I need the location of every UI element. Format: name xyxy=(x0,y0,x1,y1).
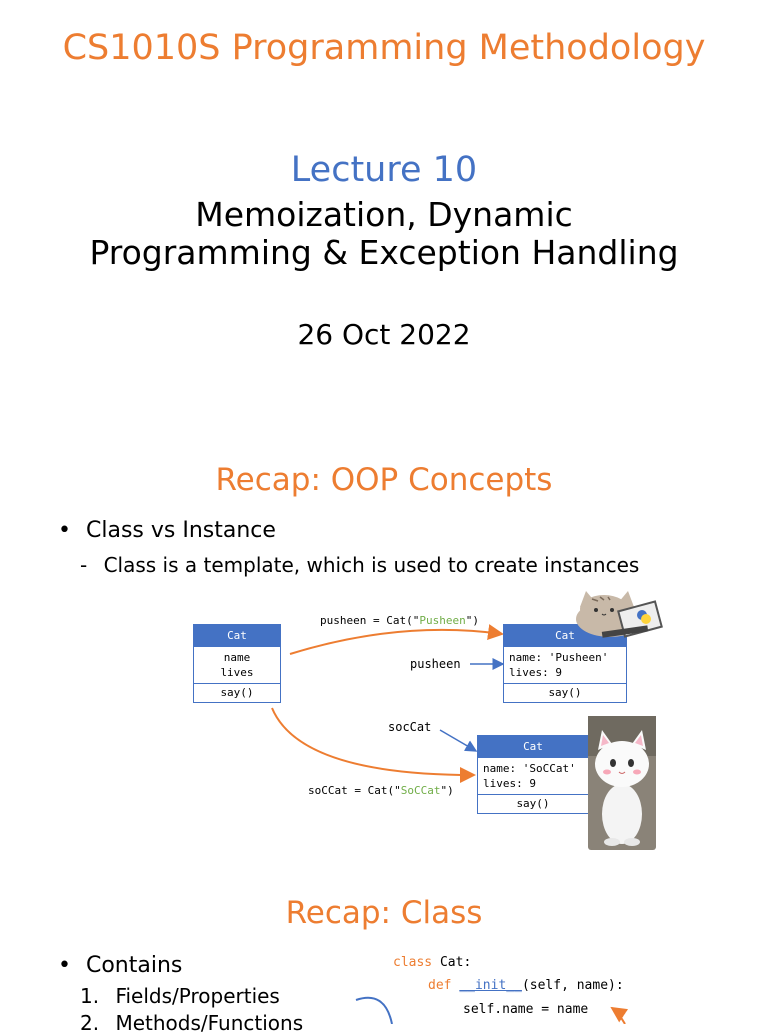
arrow-class-to-soccat xyxy=(271,707,476,783)
class-field-lives: lives xyxy=(220,666,254,679)
lecture-date: 26 Oct 2022 xyxy=(297,318,471,351)
soccat-box-fields: name: 'SoCCat' lives: 9 xyxy=(478,758,588,795)
code-function-name: __init__ xyxy=(459,978,522,993)
code-text: pusheen = Cat(" xyxy=(320,614,420,627)
slide2-title: Recap: OOP Concepts xyxy=(215,462,553,498)
class-box-fields: name lives xyxy=(194,647,280,684)
slide2-sub-bullet-text: Class is a template, which is used to cr… xyxy=(103,553,640,577)
pusheen-variable: pusheen xyxy=(410,657,461,671)
pusheen-method-say: say() xyxy=(548,686,582,699)
pusheen-instance-box: Cat name: 'Pusheen' lives: 9 say() xyxy=(503,624,627,703)
soccat-field-lives: lives: 9 xyxy=(483,777,536,790)
soccat-constructor-code: soCCat = Cat("SoCCat") xyxy=(308,784,454,797)
soccat-box-name: Cat xyxy=(478,736,588,758)
code-string: Pusheen xyxy=(419,614,466,627)
code-keyword: class xyxy=(393,955,433,970)
code-text: soCCat = Cat(" xyxy=(308,784,401,797)
soccat-instance-box: Cat name: 'SoCCat' lives: 9 say() xyxy=(477,735,589,814)
slide2-bullet-text: Class vs Instance xyxy=(85,518,276,543)
lecture-number: Lecture 10 xyxy=(290,150,478,190)
item-number: 1. xyxy=(80,984,100,1008)
arrow-class-to-pusheen xyxy=(289,624,504,655)
soccat-mascot-image xyxy=(588,716,656,850)
class-method-say: say() xyxy=(220,686,254,699)
lecture-title: Memoization, Dynamic Programming & Excep… xyxy=(0,196,768,272)
code-text: (self, name): xyxy=(521,978,624,993)
soccat-method-say: say() xyxy=(516,797,550,810)
code-line-3: self.name = name xyxy=(463,1002,589,1017)
pusheen-constructor-code: pusheen = Cat("Pusheen") xyxy=(320,614,479,627)
pusheen-field-lives: lives: 9 xyxy=(509,666,562,679)
course-title: CS1010S Programming Methodology xyxy=(62,28,706,68)
class-box: Cat name lives say() xyxy=(193,624,281,703)
slide3-item-1: 1. Fields/Properties xyxy=(80,984,280,1008)
class-field-name: name xyxy=(223,651,251,664)
arrow-slide3-orange xyxy=(610,1006,629,1024)
pusheen-field-name: name: 'Pusheen' xyxy=(509,651,609,664)
slide3-bullet-text: Contains xyxy=(85,953,183,978)
bullet-dot: • xyxy=(58,518,71,543)
item-number: 2. xyxy=(80,1011,100,1035)
slide3-item-2: 2. Methods/Functions xyxy=(80,1011,303,1035)
code-text: ") xyxy=(440,784,454,797)
arrow-soccat-var xyxy=(439,729,478,752)
code-line-2: def __init__(self, name): xyxy=(428,978,624,993)
lecture-title-line1: Memoization, Dynamic xyxy=(195,195,573,234)
code-text: ") xyxy=(465,614,479,627)
code-string: SoCCat xyxy=(400,784,441,797)
slide3-title: Recap: Class xyxy=(285,895,483,931)
dash-marker: - xyxy=(80,553,88,577)
arrow-slide3-blue xyxy=(355,996,393,1024)
class-box-name: Cat xyxy=(194,625,280,647)
python-logo-icon xyxy=(637,610,651,624)
pusheen-laptop-image xyxy=(576,591,663,638)
slide3-bullet: • Contains xyxy=(58,953,182,978)
bullet-dot: • xyxy=(58,953,71,978)
lecture-title-line2: Programming & Exception Handling xyxy=(89,233,679,272)
item-text: Fields/Properties xyxy=(115,984,280,1008)
code-text: Cat: xyxy=(432,955,472,970)
soccat-field-name: name: 'SoCCat' xyxy=(483,762,576,775)
code-keyword: def xyxy=(428,978,452,993)
code-line-1: class Cat: xyxy=(393,955,471,970)
item-text: Methods/Functions xyxy=(115,1011,304,1035)
slide2-bullet: • Class vs Instance xyxy=(58,518,276,543)
slide2-sub-bullet: - Class is a template, which is used to … xyxy=(80,553,639,577)
soccat-variable: socCat xyxy=(388,720,432,734)
pusheen-box-fields: name: 'Pusheen' lives: 9 xyxy=(504,647,626,684)
